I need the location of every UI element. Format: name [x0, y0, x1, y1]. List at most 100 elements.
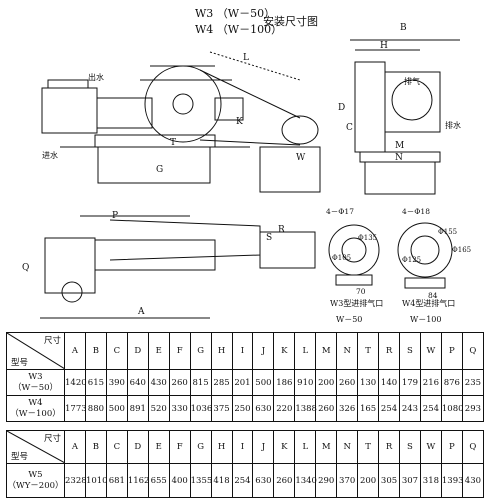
column-header: M — [315, 430, 338, 464]
drawing-heading: 安装尺寸图 — [263, 15, 318, 28]
column-header: J — [252, 332, 275, 370]
column-header: H — [210, 332, 233, 370]
w4-holes: 4－Φ18 — [402, 207, 430, 216]
foundation — [97, 146, 211, 184]
column-header: K — [273, 430, 296, 464]
column-header: K — [273, 332, 296, 370]
value-cell: 293 — [461, 395, 485, 422]
value-cell: 285 — [210, 369, 233, 396]
value-cell: 1080 — [440, 395, 464, 422]
column-header: G — [189, 332, 212, 370]
column-header: Q — [461, 430, 485, 464]
plan-motor — [259, 231, 316, 269]
column-header: P — [440, 430, 463, 464]
column-header: M — [315, 332, 338, 370]
label-exhaust: 排气 — [404, 76, 420, 86]
column-header: R — [378, 430, 400, 464]
column-header: F — [168, 332, 191, 370]
column-header: H — [210, 430, 233, 464]
installation-drawing: L B H K D C M N T G W P A Q R S 出水 进水 排气… — [22, 23, 471, 324]
value-cell: 681 — [105, 463, 128, 498]
w4-d155: Φ155 — [438, 228, 457, 236]
label-W: W — [296, 153, 306, 163]
value-cell: 216 — [419, 369, 442, 396]
value-cell: 179 — [399, 369, 421, 396]
model-name: W5 — [28, 469, 43, 480]
label-H: H — [380, 41, 388, 51]
value-cell: 418 — [210, 463, 233, 498]
column-header: T — [357, 332, 380, 370]
w4-d125: Φ125 — [402, 256, 421, 264]
value-cell: 630 — [252, 463, 275, 498]
label-G: G — [156, 165, 163, 175]
value-cell: 500 — [252, 369, 275, 396]
label-L: L — [243, 53, 249, 63]
value-cell: 880 — [84, 395, 107, 422]
model-line-2: W4 （W－100） — [195, 23, 283, 36]
value-cell: 201 — [231, 369, 254, 396]
value-cell: 430 — [147, 369, 170, 396]
base-frame — [94, 134, 216, 148]
header-diagonal-cell: 尺寸 型号 — [6, 430, 65, 464]
column-header: L — [294, 332, 317, 370]
value-cell: 260 — [273, 463, 296, 498]
value-cell: 260 — [336, 369, 359, 396]
value-cell: 615 — [84, 369, 107, 396]
dim-70: 70 — [356, 287, 366, 296]
value-cell: 260 — [315, 395, 338, 422]
motor — [281, 115, 319, 145]
label-outlet: 出水 — [88, 72, 104, 82]
value-cell: 1162 — [126, 463, 149, 498]
column-header: R — [378, 332, 400, 370]
value-cell: 1773 — [64, 395, 87, 422]
w3-holes: 4－Φ17 — [326, 207, 354, 216]
w4-flange-caption: W4型进排气口 — [402, 298, 455, 308]
value-cell: 1420 — [64, 369, 87, 396]
value-cell: 243 — [399, 395, 421, 422]
column-header: G — [189, 430, 212, 464]
column-header: W — [419, 430, 442, 464]
column-header: E — [147, 430, 170, 464]
column-header: P — [440, 332, 463, 370]
model-code: （W－50） — [12, 382, 59, 393]
dim-84: 84 — [428, 291, 438, 300]
model-code: （W－100） — [10, 408, 61, 419]
label-B: B — [400, 23, 407, 33]
value-cell: 1388 — [294, 395, 317, 422]
label-inlet: 进水 — [42, 150, 58, 160]
w4-d165: Φ165 — [452, 246, 471, 254]
column-header: E — [147, 332, 170, 370]
model-code: （WY－200） — [7, 480, 64, 491]
label-K: K — [236, 117, 243, 127]
value-cell: 186 — [273, 369, 296, 396]
column-header: A — [64, 430, 86, 464]
model-name: W4 — [28, 397, 43, 408]
model-cell: W4（W－100） — [6, 395, 65, 422]
column-header: B — [84, 430, 107, 464]
value-cell: 1355 — [189, 463, 212, 498]
model-name: W3 — [28, 371, 43, 382]
value-cell: 630 — [252, 395, 275, 422]
column-header: F — [168, 430, 191, 464]
value-cell: 1036 — [189, 395, 212, 422]
value-cell: 370 — [336, 463, 359, 498]
model-cell: W5（WY－200） — [6, 463, 65, 498]
model-cell: W3（W－50） — [6, 369, 65, 396]
value-cell: 640 — [126, 369, 149, 396]
w3-d105: Φ105 — [332, 254, 351, 262]
value-cell: 235 — [461, 369, 485, 396]
pump-cylinder — [41, 87, 98, 134]
value-cell: 130 — [357, 369, 380, 396]
value-cell: 254 — [231, 463, 254, 498]
model-line-1: W3 （W－50） — [195, 7, 276, 20]
value-cell: 200 — [315, 369, 338, 396]
value-cell: 200 — [357, 463, 380, 498]
label-C: C — [346, 123, 353, 133]
value-cell: 520 — [147, 395, 170, 422]
value-cell: 876 — [440, 369, 463, 396]
value-cell: 254 — [419, 395, 442, 422]
value-cell: 1340 — [294, 463, 317, 498]
w3-model-caption: W－50 — [336, 315, 362, 324]
